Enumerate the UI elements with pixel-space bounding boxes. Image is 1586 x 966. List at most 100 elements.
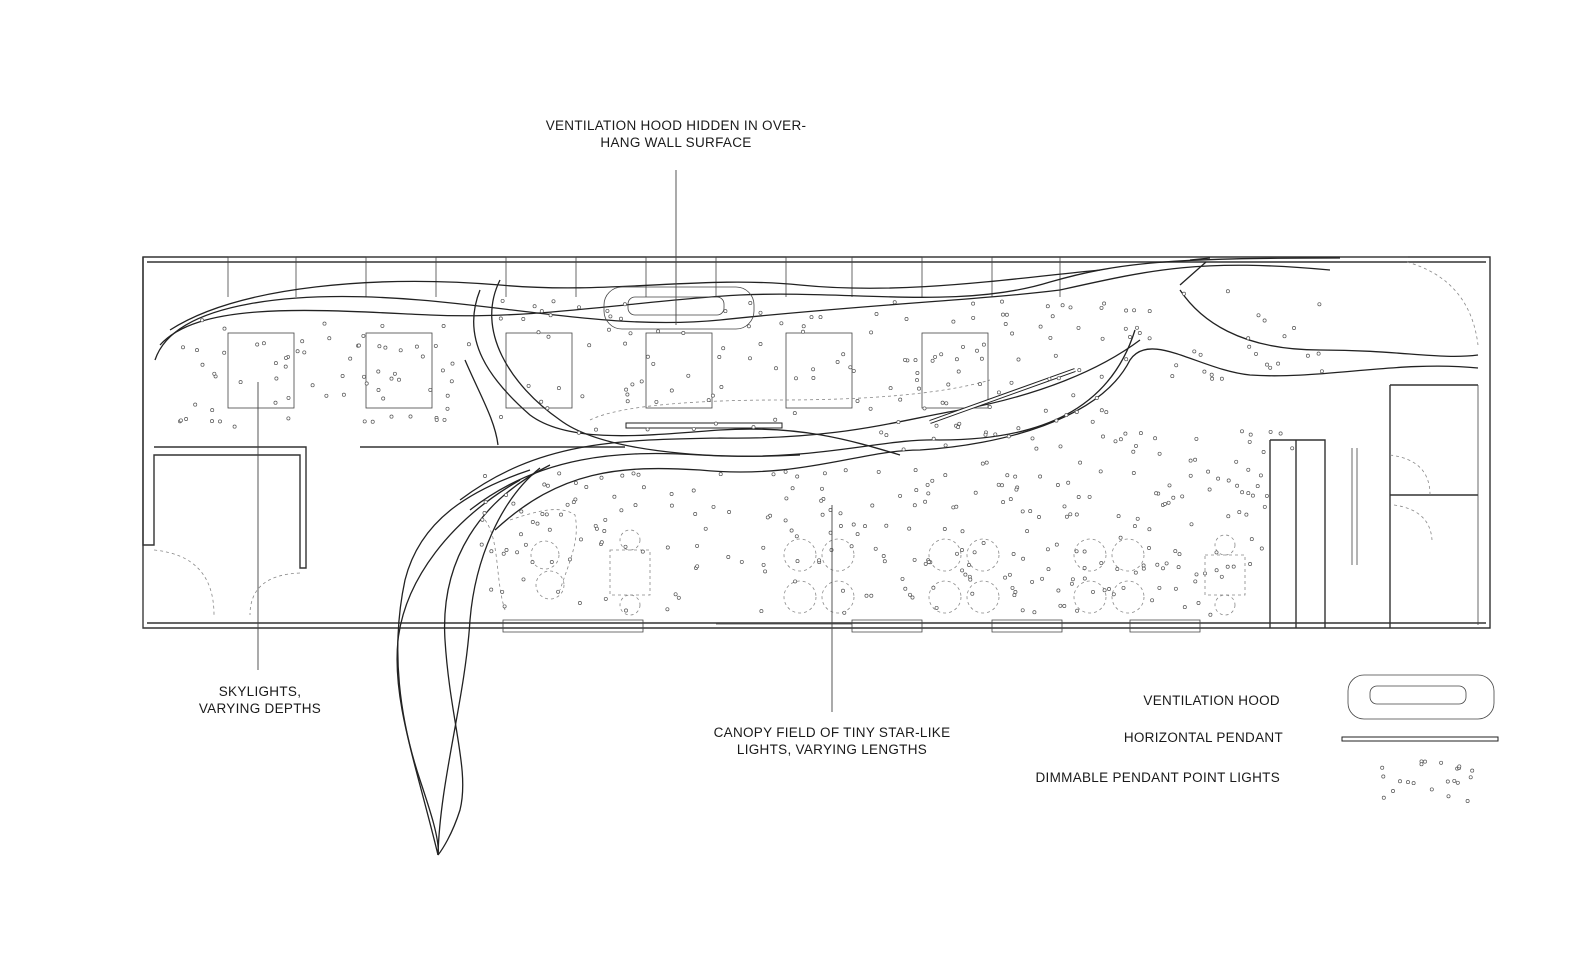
point-light [536,330,541,335]
point-light [784,496,789,501]
point-light [178,418,183,423]
point-light [1254,351,1258,356]
point-light [408,414,413,419]
point-light [686,373,691,378]
point-light [1043,408,1048,413]
point-light [956,425,961,430]
point-light [978,382,982,387]
point-light [665,545,670,550]
point-light [1082,576,1087,581]
point-light [1012,593,1017,598]
point-light [1054,418,1059,423]
point-light [829,548,834,552]
point-light [1003,322,1008,326]
point-light [1256,313,1261,318]
point-light [1066,480,1071,485]
point-light [727,510,732,514]
point-light [1177,552,1182,557]
point-light [584,485,589,489]
point-light [1091,589,1095,594]
point-light [361,333,366,338]
point-light [645,427,650,432]
point-light [979,356,984,361]
point-light [1070,577,1075,582]
point-light [669,492,674,496]
point-light [433,343,438,348]
point-light [539,309,544,314]
legend-point-lights-label: DIMMABLE PENDANT POINT LIGHTS [1035,770,1280,785]
point-light [898,397,903,402]
point-light [1182,605,1187,610]
point-light [1317,302,1322,307]
point-light [933,354,938,359]
point-light [934,605,939,610]
point-light [915,378,919,383]
point-light [1062,604,1067,608]
point-light [1209,372,1214,377]
point-light [835,360,840,364]
point-light [1123,431,1128,436]
point-light [930,358,935,363]
point-light [340,374,345,378]
point-light [971,301,976,306]
point-light [1133,570,1138,575]
point-light [380,323,385,328]
point-light [1123,326,1128,331]
point-light [389,414,394,419]
point-light [849,544,854,549]
legend-symbols [1341,674,1499,803]
point-light [532,304,537,309]
point-light [820,486,824,491]
point-light [1192,349,1197,354]
point-light [594,427,598,432]
legend-ventilation-hood-label: VENTILATION HOOD [1143,693,1280,708]
point-light [1265,362,1269,367]
point-light [1064,413,1069,418]
point-light [946,382,951,387]
point-light [1141,566,1146,571]
point-light [530,520,535,524]
point-light [654,399,659,404]
point-light [761,562,766,567]
point-light [362,374,366,379]
point-light [841,588,845,593]
point-light [759,609,764,614]
point-light [960,568,965,573]
point-light [1290,446,1295,451]
point-light [1118,437,1123,442]
point-light [1235,483,1240,488]
point-light [1182,291,1186,296]
canopy-callout: CANOPY FIELD OF TINY STAR-LIKE LIGHTS, V… [702,724,962,758]
point-light [500,589,505,594]
point-light [912,503,917,508]
legend-point-light [1445,779,1450,784]
point-light [954,357,959,362]
point-light [869,330,874,335]
point-light [773,417,778,422]
point-light [362,419,367,424]
point-light [1099,408,1104,413]
point-light [212,371,217,376]
point-light [1240,429,1244,434]
point-light [341,392,346,397]
point-light [879,430,884,435]
canopy-callout-line1: CANOPY FIELD OF TINY STAR-LIKE [713,725,951,740]
point-light [1021,556,1026,561]
point-light [1244,512,1249,517]
point-light [1173,549,1178,554]
point-light [818,315,823,320]
point-light [1135,325,1139,330]
point-light [1003,575,1008,580]
point-light [1208,612,1213,617]
point-light [779,321,784,326]
point-light [695,564,700,569]
point-light [1255,484,1260,489]
point-light [1010,331,1015,336]
point-light [623,341,628,346]
point-light [544,512,549,517]
point-light [869,593,874,598]
point-light [910,595,915,600]
point-light [957,421,962,426]
point-light [863,524,867,529]
legend-horizontal-pendant-label: HORIZONTAL PENDANT [1123,730,1283,745]
